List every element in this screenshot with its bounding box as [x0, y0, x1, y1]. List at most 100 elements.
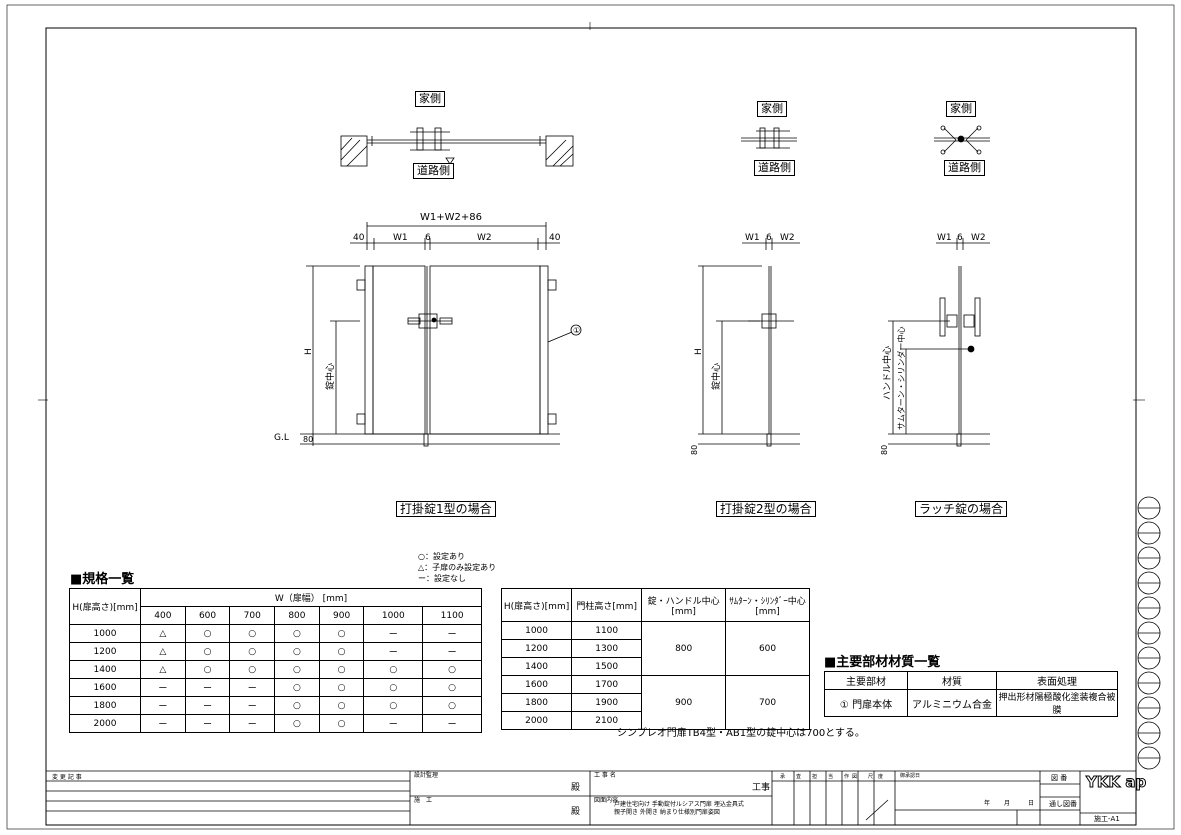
- spec-cell: ○: [274, 714, 320, 733]
- post-cell: 1500: [571, 657, 643, 676]
- spec-cell: ○: [274, 678, 320, 697]
- spec-cell: ー: [140, 678, 186, 697]
- dim-w1: W1: [393, 233, 408, 243]
- spec-width-cell: 1000: [363, 606, 424, 625]
- plan-view-1: [340, 127, 574, 167]
- spec-cell: ○: [184, 660, 231, 679]
- spec-cell: ー: [422, 642, 482, 661]
- caption-2: 打掛錠2型の場合: [716, 501, 816, 517]
- spec-cell: ー: [363, 714, 424, 733]
- post-cell: 2000: [500, 711, 573, 730]
- spec-row-h: 1400: [69, 660, 141, 679]
- spec-cell: ー: [229, 678, 276, 697]
- date-day: 日: [1028, 800, 1034, 807]
- title-block: [46, 770, 1136, 825]
- stamp-5: 図: [852, 774, 857, 780]
- spec-cell: ○: [184, 642, 231, 661]
- post-cell: 1300: [571, 639, 643, 658]
- dim-w2-2: W2: [780, 233, 795, 243]
- stamp-7: 度: [878, 773, 883, 780]
- post-cell: 1200: [500, 639, 573, 658]
- post-cell: 2100: [571, 711, 643, 730]
- spec-cell: ○: [229, 624, 276, 643]
- content-label: 図面内容: [594, 796, 618, 804]
- dim-w2: W2: [477, 233, 492, 243]
- vert-lock-2: 錠中心: [710, 363, 722, 390]
- post-cell: 1600: [500, 675, 573, 694]
- spec-cell: ー: [422, 624, 482, 643]
- date-label: 御承認日: [900, 772, 920, 779]
- legend-1: ○：設定あり: [418, 551, 465, 561]
- vert-h-1: H: [304, 348, 314, 355]
- spec-cell: ○: [318, 714, 365, 733]
- legend-2: △：子扉のみ設定あり: [418, 562, 496, 572]
- spec-w-header: W（扉幅） [mm]: [140, 588, 482, 607]
- honorific-1: 殿: [571, 782, 580, 793]
- post-merged-lock-1: 800: [641, 621, 727, 676]
- vert-lock-1: 錠中心: [324, 363, 336, 390]
- spec-cell: ○: [274, 624, 320, 643]
- post-pillar-header: 門柱高さ[mm]: [571, 588, 643, 622]
- revision-label: 変 更 記 事: [52, 773, 82, 781]
- post-thumb-header-unit: [mm]: [755, 606, 780, 617]
- supervision-label: 設計監理: [414, 771, 438, 779]
- spec-cell: △: [140, 642, 186, 661]
- spec-width-cell: 800: [274, 606, 320, 625]
- vert-handle-3: ハンドル中心: [881, 346, 893, 400]
- spec-cell: ー: [363, 642, 424, 661]
- spec-cell: ー: [229, 714, 276, 733]
- dim-80-3: 80: [880, 445, 889, 455]
- plan-view-3: [934, 125, 990, 155]
- spec-cell: ○: [184, 624, 231, 643]
- date-month: 月: [1004, 800, 1010, 807]
- post-cell: 1100: [571, 621, 643, 640]
- spec-row-h: 1200: [69, 642, 141, 661]
- spec-cell: ○: [274, 642, 320, 661]
- spec-cell: ○: [274, 696, 320, 715]
- project-label: 工 事 名: [594, 771, 616, 779]
- spec-row-h: 1600: [69, 678, 141, 697]
- dim-40-right: 40: [549, 233, 561, 243]
- spec-cell: △: [140, 624, 186, 643]
- margin-circles: [1137, 496, 1161, 770]
- material-h-1: 材質: [907, 671, 997, 690]
- stamp-4: 作: [844, 773, 849, 780]
- spec-cell: ○: [318, 642, 365, 661]
- house-side-1: 家側: [415, 91, 445, 107]
- elevation-3: [888, 238, 990, 447]
- table-row: 1200△○○○○ーー: [69, 642, 482, 661]
- spec-cell: ○: [422, 678, 482, 697]
- post-merged-thumb-1: 600: [725, 621, 810, 676]
- dim-w1-3: W1: [937, 233, 952, 243]
- material-cell-0: ① 門扉本体: [824, 689, 908, 717]
- post-lock-header-text: 錠・ハンドル中心: [647, 596, 720, 607]
- spec-cell: ○: [229, 642, 276, 661]
- stamp-3: 当: [828, 773, 833, 780]
- spec-cell: ー: [229, 696, 276, 715]
- post-table: H(扉高さ)[mm] 門柱高さ[mm] 錠・ハンドル中心[mm] ｻﾑﾀｰﾝ・ｼ…: [500, 588, 810, 730]
- post-h-header: H(扉高さ)[mm]: [500, 588, 573, 622]
- caption-3: ラッチ錠の場合: [915, 501, 1008, 517]
- stamp-1: 査: [796, 773, 801, 780]
- spec-cell: ー: [140, 696, 186, 715]
- post-cell: 1800: [500, 693, 573, 712]
- material-table: 主要部材 材質 表面処理 ① 門扉本体 アルミニウム合金 押出形材陽極酸化塗装複…: [824, 671, 1118, 717]
- spec-cell: ○: [318, 696, 365, 715]
- post-cell: 1900: [571, 693, 643, 712]
- spec-cell: ー: [140, 714, 186, 733]
- construction-label: 施 工: [414, 796, 432, 804]
- post-lock-header-unit: [mm]: [671, 606, 696, 617]
- spec-cell: ○: [318, 660, 365, 679]
- callout-1: ①: [573, 326, 580, 335]
- elevation-1: [300, 222, 582, 447]
- elevation-2: [698, 238, 800, 447]
